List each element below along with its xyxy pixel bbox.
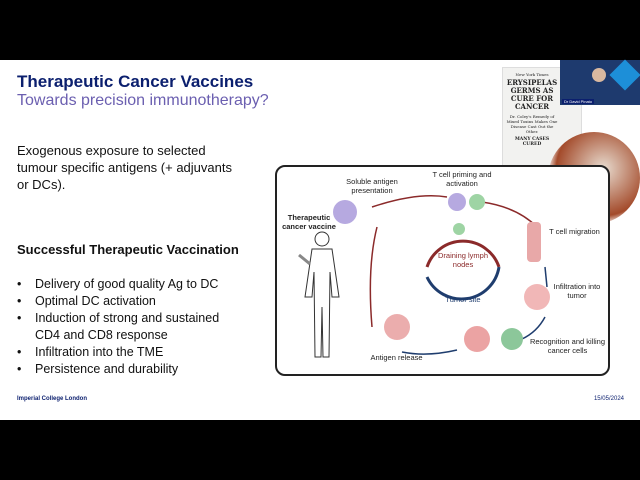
speaker-webcam: Dr David Pinato — [560, 59, 640, 105]
bullet-item: Persistence and durability — [17, 361, 247, 378]
syringe-icon — [298, 253, 311, 266]
blood-vessel-icon — [527, 222, 541, 262]
intro-text: Exogenous exposure to selected tumour sp… — [17, 143, 232, 192]
speaker-name: Dr David Pinato — [562, 99, 595, 104]
speaker-face — [592, 68, 606, 82]
bullet-item: Delivery of good quality Ag to DC — [17, 276, 247, 293]
logo-shape — [609, 59, 640, 91]
bullet-item: Infiltration into the TME — [17, 344, 247, 361]
newspaper-subhead: Dr. Coley's Remedy of Mixed Toxins Makes… — [506, 114, 558, 134]
human-figure-icon — [304, 231, 340, 358]
label-migration: T cell migration — [549, 227, 600, 236]
label-release: Antigen release — [370, 353, 423, 362]
t-cell-icon — [469, 194, 485, 210]
label-vaccine: Therapeutic cancer vaccine — [282, 213, 336, 231]
label-infiltration: Infiltration into tumor — [553, 282, 601, 300]
t-cell-icon — [453, 223, 465, 235]
label-soluble: Soluble antigen presentation — [346, 177, 398, 195]
dendritic-cell-icon — [448, 193, 466, 211]
bullet-item: Induction of strong and sustained CD4 an… — [17, 310, 247, 344]
cancer-immunity-cycle-diagram: Therapeutic cancer vaccine Soluble antig… — [275, 165, 610, 376]
label-lymph: Draining lymph nodes — [437, 251, 489, 269]
arrow-priming — [371, 195, 448, 208]
arrow-tumor — [425, 266, 501, 301]
arrow-infiltration — [544, 266, 548, 288]
label-priming: T cell priming and activation — [432, 170, 492, 188]
label-tumor: Tumor site — [445, 295, 481, 304]
label-recognition: Recognition and killing cancer cells — [529, 337, 606, 355]
bullet-list: Delivery of good quality Ag to DC Optima… — [17, 276, 247, 378]
dendritic-cell-icon — [333, 200, 357, 224]
newspaper-cases: MANY CASES CURED — [514, 137, 550, 147]
arrow-release — [401, 349, 458, 355]
section-heading: Successful Therapeutic Vaccination — [17, 242, 239, 257]
slide-subtitle: Towards precision immunotherapy? — [17, 92, 269, 109]
newspaper-masthead: New York Times — [515, 72, 549, 77]
bullet-item: Optimal DC activation — [17, 293, 247, 310]
antigen-release-icon — [384, 314, 410, 340]
slide: Therapeutic Cancer Vaccines Towards prec… — [0, 59, 640, 420]
newspaper-headline: ERYSIPELAS GERMS AS CURE FOR CANCER — [506, 78, 558, 111]
cycle-arrows — [298, 193, 550, 358]
footer-institution: Imperial College London — [17, 396, 88, 402]
tumor-infiltrate-icon — [524, 284, 550, 310]
slide-title: Therapeutic Cancer Vaccines — [17, 72, 254, 91]
cancer-cell-icon — [464, 326, 490, 352]
arrow-antigen — [369, 226, 378, 328]
arrow-recognition — [521, 316, 546, 340]
killer-t-cell-icon — [501, 328, 523, 350]
footer-date: 15/05/2024 — [593, 396, 624, 402]
arrow-lymph — [425, 239, 501, 268]
